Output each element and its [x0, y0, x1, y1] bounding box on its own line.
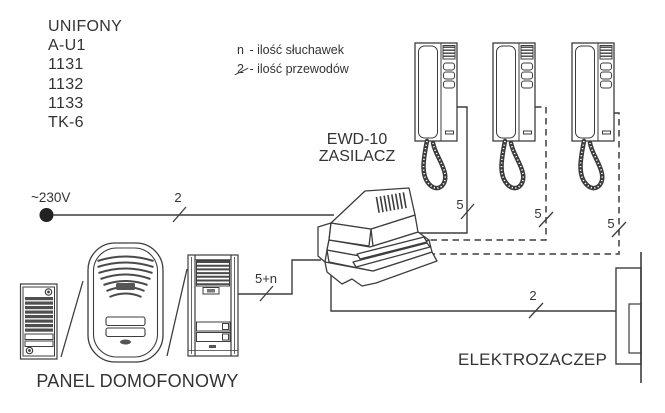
handset1-wire	[416, 106, 468, 234]
wire-count-mains: 2	[174, 190, 181, 205]
mains-wire	[39, 208, 334, 222]
door-panel-3	[187, 254, 239, 357]
handset-2	[493, 43, 535, 188]
panel2-logo-plate	[116, 283, 135, 290]
list-item: UNIFONY	[48, 18, 123, 35]
psu-name: ZASILACZ	[318, 148, 396, 165]
panel1-grille	[25, 297, 53, 332]
panel3-button	[209, 345, 216, 348]
door-panel-label: PANEL DOMOFONOWY	[36, 371, 239, 391]
list-item: 1132	[48, 75, 84, 93]
compatible-units-list: UNIFONY A-U1 1131 1132 1133 TK-6	[48, 17, 122, 132]
panel2-call-button	[120, 339, 131, 345]
list-item: TK-6	[48, 114, 84, 132]
psu-terminal-strip	[352, 242, 431, 268]
mains-voltage-label: ~230V	[31, 190, 71, 205]
handset3-wire	[420, 112, 620, 255]
door-panel-1	[19, 283, 58, 360]
handset-1	[415, 43, 457, 188]
tick-handset1	[460, 203, 475, 220]
tick-handset2	[538, 211, 554, 228]
panel2-nameplate	[105, 327, 146, 338]
wire-count-ticks	[172, 203, 627, 319]
panel3-speaker-plate	[202, 287, 220, 295]
panel3-nameplate	[196, 321, 231, 332]
wire-count-panel-bus: 5+n	[255, 271, 277, 286]
list-item: 1133	[48, 94, 84, 112]
panel2-speaker-arcs	[97, 255, 154, 298]
tick-mains	[172, 206, 187, 223]
panel1-screw	[44, 288, 53, 296]
legend-text: - ilość słuchawek	[249, 43, 344, 57]
power-supply-drawing	[317, 187, 438, 287]
psu-model: EWD-10	[326, 131, 388, 148]
psu-terminal-strip	[356, 236, 428, 260]
tick-handset3	[611, 221, 627, 238]
mains-source-dot	[39, 208, 54, 222]
legend-symbol-2: 2	[237, 60, 246, 79]
legend-row-handsets: n - ilość słuchawek	[237, 41, 349, 60]
electric-strike-drawing	[615, 252, 642, 383]
strike-wire	[330, 274, 616, 312]
door-panel-2	[87, 242, 164, 363]
alternative-slash-2	[166, 268, 188, 357]
tick-strike	[528, 302, 544, 319]
handset2-wire	[426, 106, 547, 241]
wire-count-handset2: 5	[534, 206, 541, 221]
electric-strike-label: ELEKTROZACZEP	[457, 350, 608, 369]
wiring	[39, 106, 620, 312]
legend: n - ilość słuchawek 2 - ilość przewodów	[237, 41, 349, 78]
wire-count-strike: 2	[529, 288, 536, 303]
legend-row-wires: 2 - ilość przewodów	[237, 60, 349, 79]
handset-3	[572, 43, 614, 188]
legend-symbol-n: n	[237, 43, 244, 57]
tick-panel-bus	[259, 285, 274, 302]
wire-count-handset1: 5	[456, 197, 463, 212]
psu-vent-grille	[375, 192, 408, 213]
panel1-screw	[25, 346, 34, 355]
panel-bus-wire	[238, 259, 321, 295]
panel3-nameplate	[196, 332, 231, 342]
legend-text: - ilość przewodów	[249, 61, 349, 76]
power-supply-label: EWD-10 ZASILACZ	[301, 131, 413, 165]
alternative-slash-1	[60, 280, 84, 358]
wire-count-handset3: 5	[607, 216, 614, 231]
list-item: 1131	[48, 56, 84, 74]
psu-top-face	[330, 187, 416, 230]
list-item: A-U1	[48, 37, 86, 55]
panel2-nameplate	[105, 316, 146, 327]
